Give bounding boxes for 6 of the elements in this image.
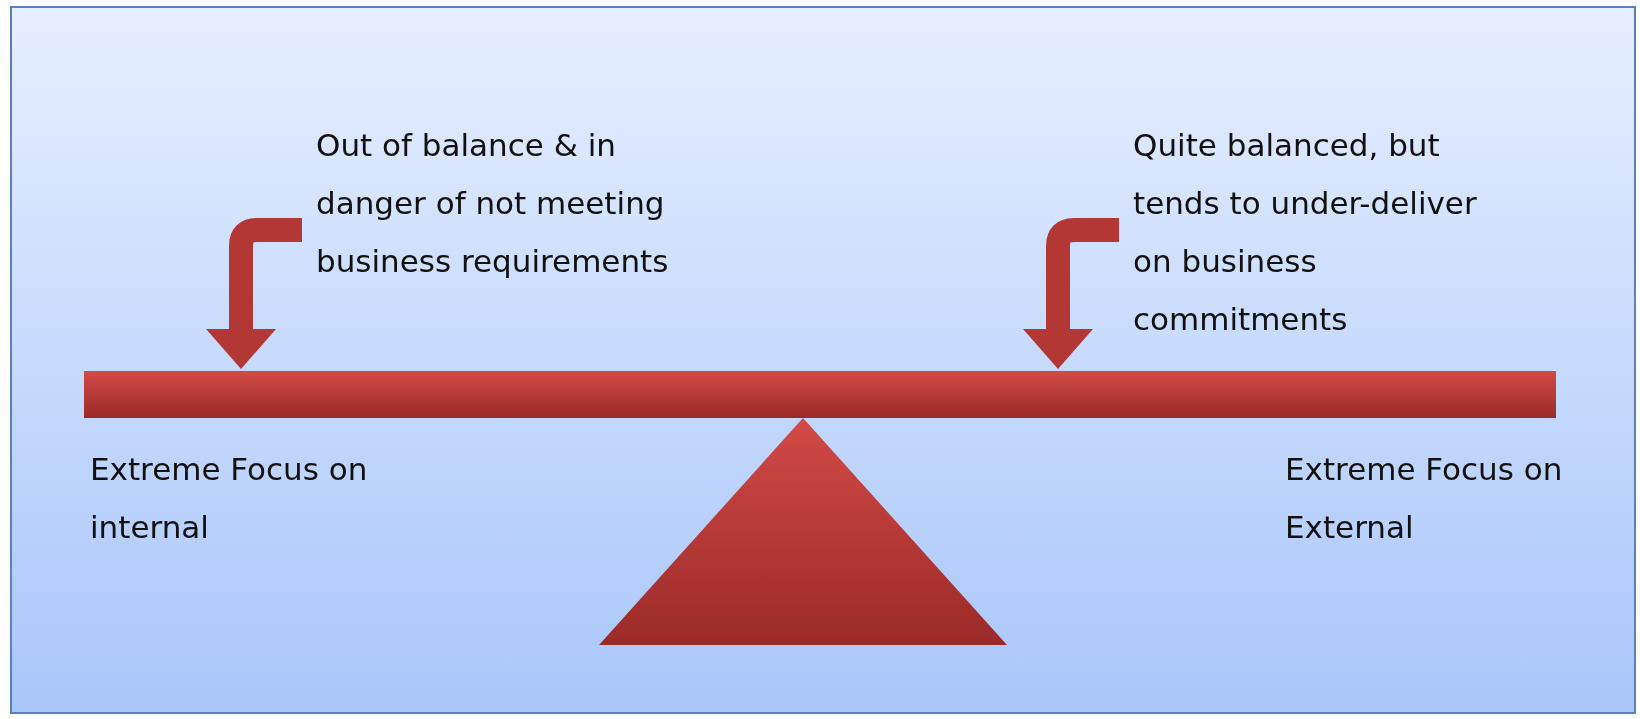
callout-text: Out of balance & in danger of not meeting business requirements: [316, 116, 706, 290]
callout-text: Quite balanced, but tends to under-deliver on business commitments: [1133, 116, 1523, 348]
seesaw-beam: [84, 371, 1556, 418]
side-label: Extreme Focus on internal: [90, 450, 369, 547]
fulcrum-triangle: [599, 418, 1007, 645]
side-label: Extreme Focus on External: [1285, 450, 1564, 547]
